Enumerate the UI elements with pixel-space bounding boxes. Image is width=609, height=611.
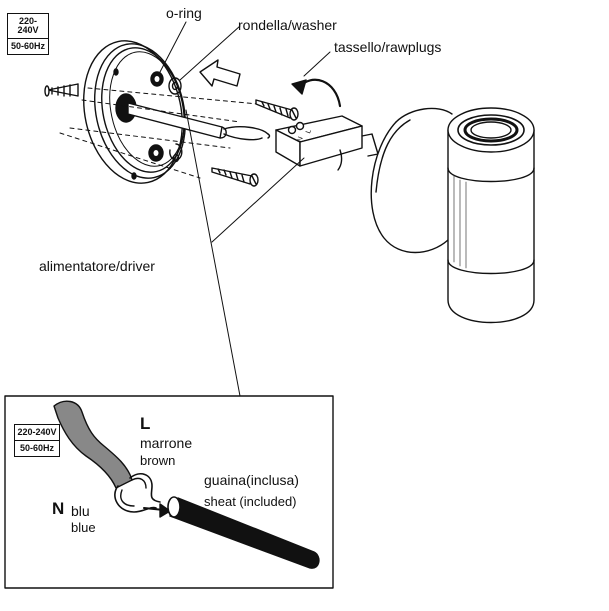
detail-sheath xyxy=(167,496,320,569)
detail-frequency-text: 50-60Hz xyxy=(19,443,55,453)
neutral-letter: N xyxy=(52,499,65,518)
voltage-text: 220-240V xyxy=(8,14,48,39)
frequency-text: 50-60Hz xyxy=(10,41,46,51)
label-washer: rondella/washer xyxy=(238,17,337,33)
sheath-label-it: guaina(inclusa) xyxy=(204,472,299,488)
supply-cable xyxy=(127,102,271,141)
sheath-label-en: sheat (included) xyxy=(204,494,297,509)
label-rawplugs: tassello/rawplugs xyxy=(334,39,442,55)
rotation-arrow xyxy=(291,78,342,108)
wall-screw-left xyxy=(44,83,79,97)
detail-voltage-text: 220-240V xyxy=(15,425,59,441)
driver-box xyxy=(275,115,379,171)
neutral-color-en: blue xyxy=(71,520,96,535)
detail-cable xyxy=(53,400,161,513)
live-color-it: marrone xyxy=(140,435,193,451)
washer-bottom xyxy=(169,143,183,163)
direction-arrow xyxy=(199,59,241,87)
label-o-ring: o-ring xyxy=(166,5,202,21)
voltage-badge: 220-240V 50-60Hz xyxy=(7,13,49,55)
alignment-lines xyxy=(59,87,269,179)
rawplug-screw-bottom xyxy=(211,167,259,187)
live-letter: L xyxy=(140,414,151,433)
leader-lines xyxy=(159,21,331,397)
live-color-en: brown xyxy=(140,453,176,468)
detail-voltage-badge: 220-240V 50-60Hz xyxy=(14,424,60,457)
neutral-color-it: blu xyxy=(71,503,90,519)
label-driver: alimentatore/driver xyxy=(39,258,155,274)
wall-lamp-body xyxy=(370,107,535,324)
rawplug-screw-top xyxy=(255,99,299,121)
washer-top xyxy=(168,77,182,95)
detail-insert-arrow xyxy=(143,503,171,518)
